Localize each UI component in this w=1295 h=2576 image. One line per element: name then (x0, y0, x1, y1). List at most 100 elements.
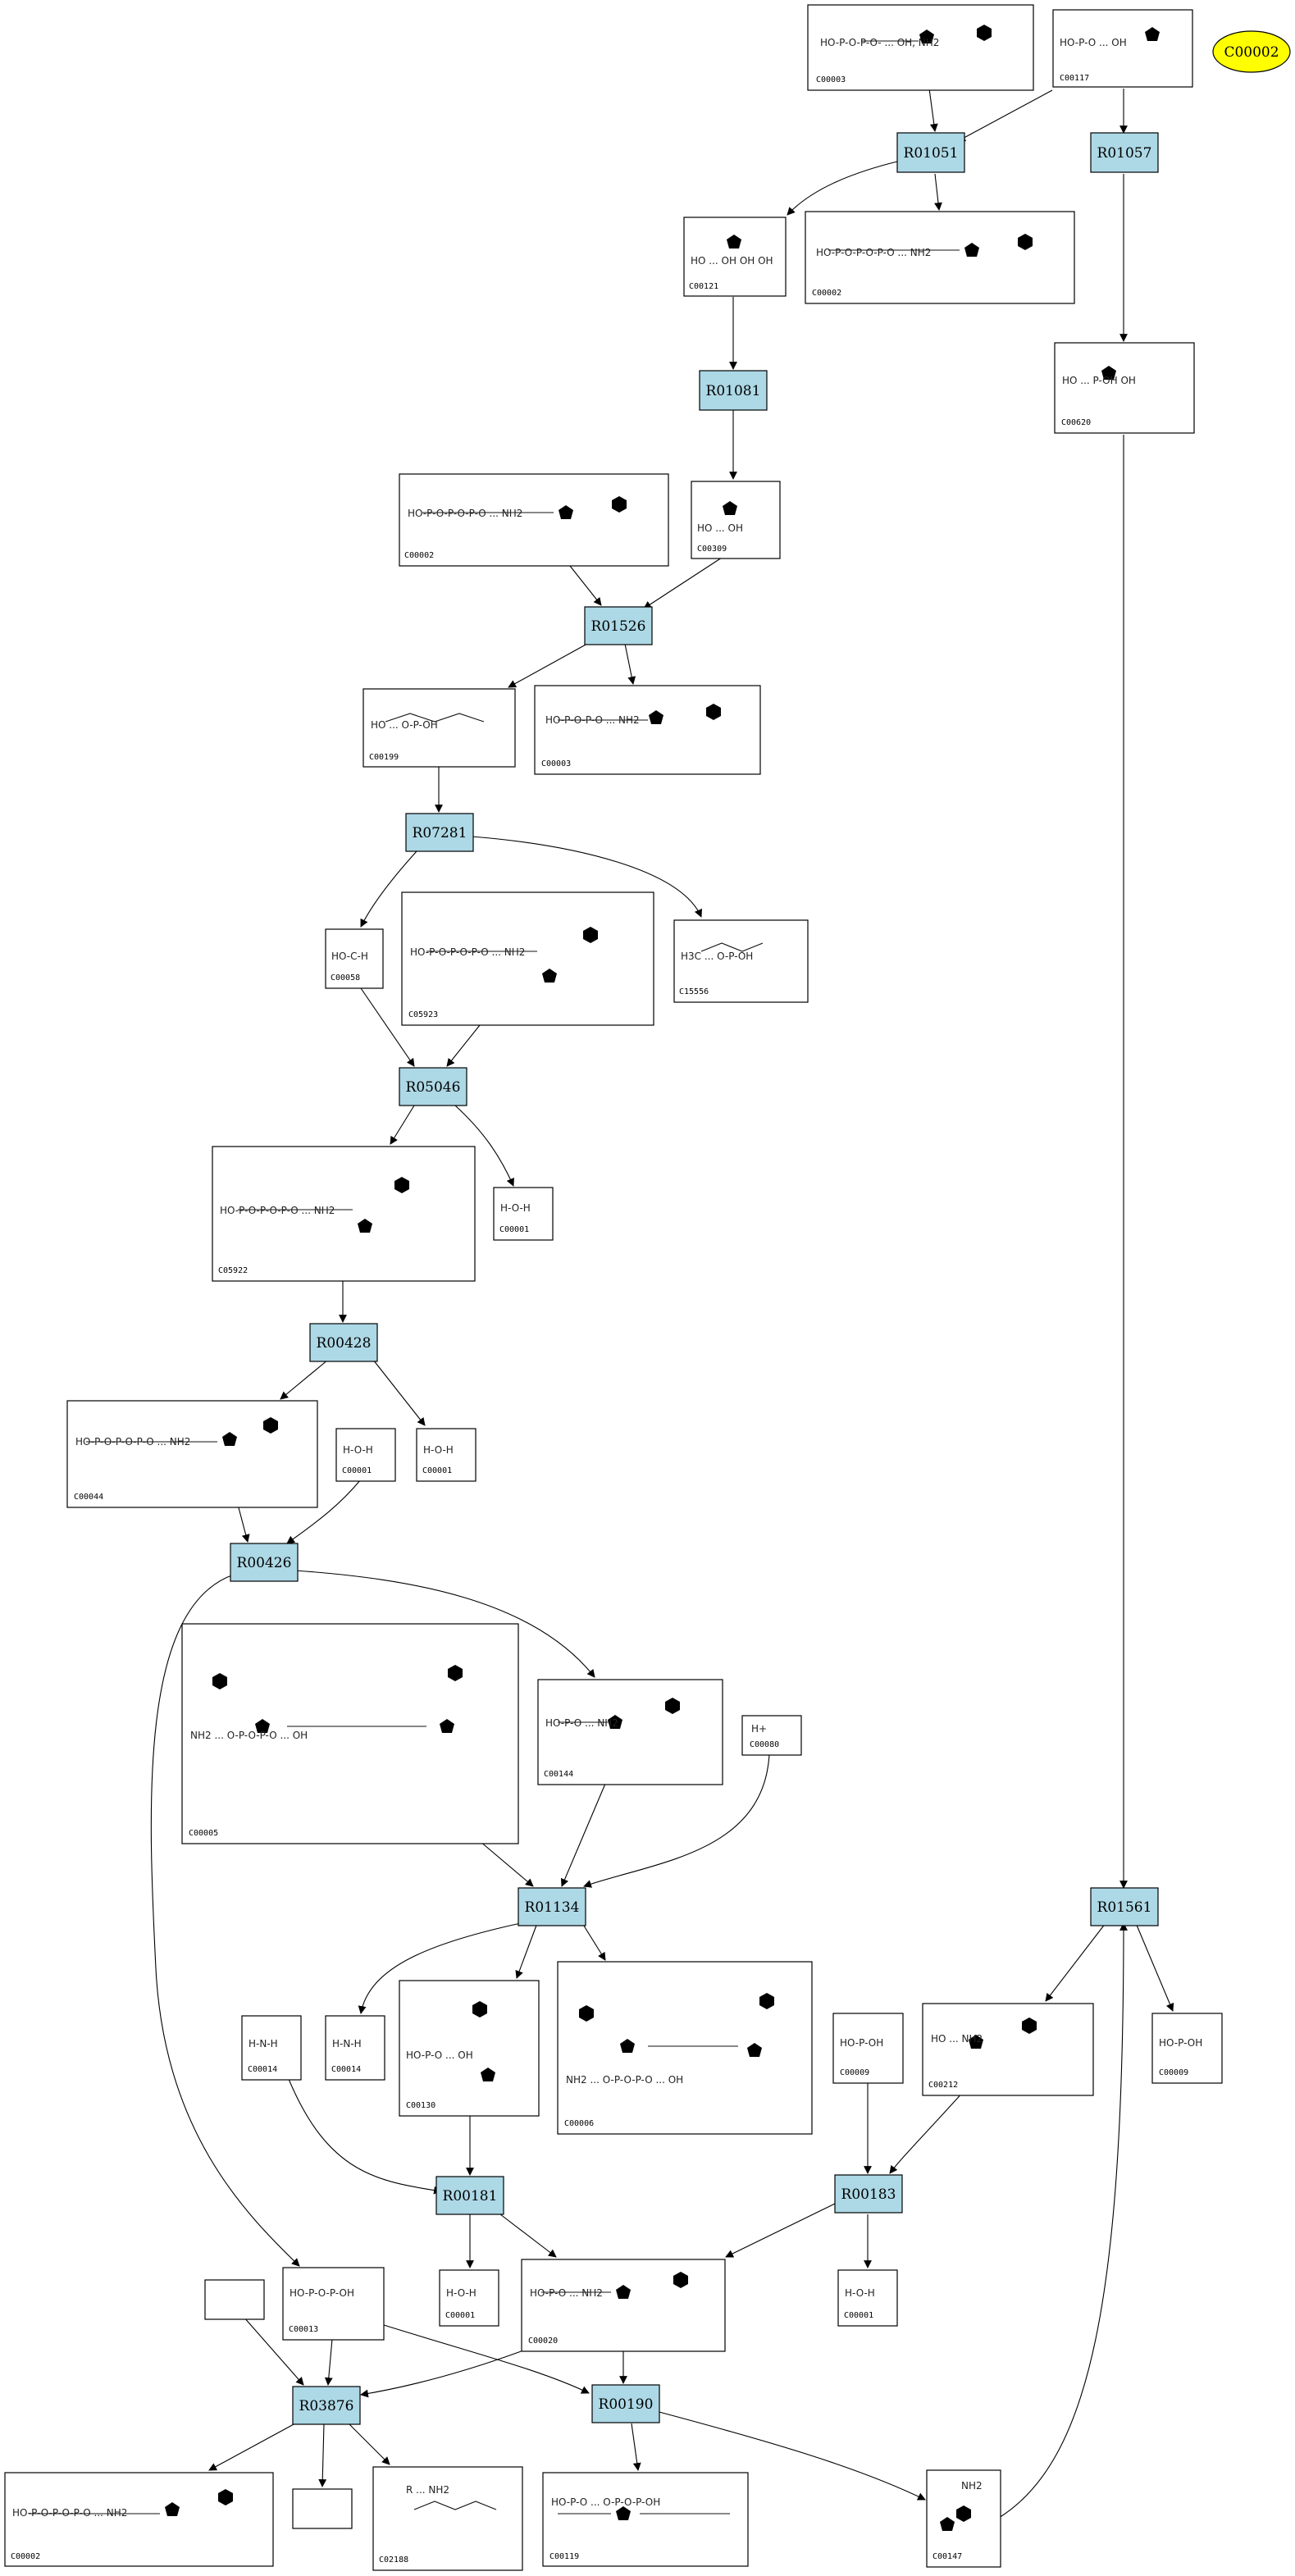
molecule-structure (541, 2272, 688, 2299)
edge-empty-r03876 (243, 2316, 304, 2386)
reaction-r01081[interactable]: R01081 (699, 370, 768, 411)
edge-r00190-c00147 (655, 2410, 926, 2501)
compound-id: C00044 (74, 1493, 103, 1502)
edge-r00426-c00144 (294, 1570, 595, 1678)
compound-id: C00001 (499, 1225, 529, 1234)
compound-c00080[interactable]: H+ C00080 (741, 1715, 802, 1756)
reaction-label: R01526 (591, 618, 646, 635)
molecule-structure (861, 25, 992, 43)
reaction-r00181[interactable]: R00181 (435, 2176, 504, 2215)
compound-formula: NH2 ... O-P-O-P-O ... OH (190, 1730, 308, 1741)
compound-c00121[interactable]: HO ... OH OH OH C00121 (683, 217, 787, 297)
compound-formula: HO ... P-OH OH (1062, 375, 1136, 386)
reaction-r00183[interactable]: R00183 (834, 2174, 903, 2214)
compound-id: C00147 (932, 2552, 962, 2561)
compound-c00001-b[interactable]: H-O-H C00001 (335, 1428, 396, 1482)
compound-c00212[interactable]: HO ... NH2 C00212 (922, 2003, 1094, 2096)
compound-id: C00002 (404, 551, 434, 560)
reaction-r03876[interactable]: R03876 (292, 2386, 361, 2425)
compound-id: C00620 (1061, 418, 1091, 427)
molecule-structure (29, 2489, 233, 2516)
compound-c00620[interactable]: HO ... P-OH OH C00620 (1054, 342, 1195, 434)
compound-id: C00006 (564, 2119, 594, 2128)
reaction-label: R01051 (904, 145, 959, 162)
molecule-structure (238, 1177, 409, 1233)
reaction-label: R07281 (413, 825, 467, 841)
compound-c05923[interactable]: HO-P-O-P-O-P-O ... NH2 C05923 (401, 891, 654, 1026)
reaction-r01051[interactable]: R01051 (896, 132, 965, 173)
reaction-r07281[interactable]: R07281 (405, 813, 474, 852)
compound-formula: R ... NH2 (406, 2484, 449, 2496)
edge-c00058-r05046 (360, 987, 415, 1067)
compound-id: C00212 (928, 2081, 958, 2090)
edge-r00181-c00020 (499, 2214, 557, 2258)
compound-c00199[interactable]: HO ... O-P-OH C00199 (363, 688, 516, 768)
compound-id: C00013 (289, 2325, 318, 2334)
highlight-node[interactable]: C00002 (1212, 30, 1291, 73)
compound-formula: H-O-H (500, 1202, 531, 1214)
reaction-r05046[interactable]: R05046 (399, 1067, 467, 1106)
edge-r00428-c00044 (280, 1359, 329, 1400)
compound-id: C00117 (1060, 74, 1089, 83)
edge-c00117-r01051 (957, 89, 1053, 142)
compound-id: C00080 (750, 1740, 779, 1749)
compound-id: C02188 (379, 2555, 408, 2565)
reaction-r01526[interactable]: R01526 (584, 606, 653, 645)
edge-r00428-c00001 (372, 1359, 426, 1426)
reaction-r00428[interactable]: R00428 (309, 1323, 378, 1362)
reaction-label: R00426 (237, 1555, 292, 1571)
compound-formula: H-N-H (332, 2038, 362, 2049)
compound-c15556[interactable]: H3C ... O-P-OH C15556 (673, 919, 809, 1003)
reaction-r01134[interactable]: R01134 (518, 1887, 586, 1926)
compound-c00014-b[interactable]: H-N-H C00014 (325, 2015, 385, 2081)
compound-id: C00003 (541, 759, 571, 768)
edge-r05046-c05922 (390, 1105, 415, 1145)
compound-id: C05922 (218, 1266, 248, 1275)
compound-c00003-b[interactable]: HO-P-O-P-O ... NH2 C00003 (534, 685, 761, 775)
edge-c00147-r01561 (998, 1922, 1128, 2519)
reaction-label: R00428 (317, 1335, 372, 1352)
compound-c00005[interactable]: NH2 ... O-P-O-P-O ... OH C00005 (181, 1623, 519, 1844)
compound-c00058[interactable]: HO-C-H C00058 (325, 928, 384, 989)
edge-c00080-r01134 (583, 1754, 770, 1888)
compound-c00003-top[interactable]: HO-P-O-P-O- ... OH, NH2 C00003 (807, 4, 1034, 91)
compound-c00013[interactable]: HO-P-O-P-OH C00013 (282, 2267, 385, 2341)
compound-empty-b[interactable] (292, 2488, 353, 2529)
compound-c00009-b[interactable]: HO-P-OH C00009 (1151, 2013, 1223, 2084)
compound-c00147[interactable]: NH2 C00147 (926, 2469, 1001, 2568)
compound-c00002-a[interactable]: HO-P-O-P-O-P-O ... NH2 C00002 (805, 211, 1075, 304)
compound-c00020[interactable]: HO-P-O ... NH2 C00020 (521, 2259, 726, 2352)
compound-c05922[interactable]: HO-P-O-P-O-P-O ... NH2 C05922 (212, 1146, 476, 1282)
compound-c00014-a[interactable]: H-N-H C00014 (241, 2015, 302, 2081)
compound-c00309[interactable]: HO ... OH C00309 (691, 481, 781, 559)
reaction-label: R00183 (841, 2186, 896, 2203)
compound-formula: HO ... NH2 (931, 2033, 983, 2045)
reaction-r00190[interactable]: R00190 (591, 2384, 660, 2423)
reaction-r00426[interactable]: R00426 (230, 1543, 299, 1582)
compound-c00001-a[interactable]: H-O-H C00001 (493, 1187, 554, 1241)
compound-c00002-b[interactable]: HO-P-O-P-O-P-O ... NH2 C00002 (399, 473, 669, 567)
reaction-label: R00190 (599, 2396, 654, 2413)
compound-c00006[interactable]: NH2 ... O-P-O-P-O ... OH C00006 (557, 1961, 813, 2135)
compound-c00001-d[interactable]: H-O-H C00001 (439, 2269, 499, 2327)
compound-c00130[interactable]: HO-P-O ... OH C00130 (399, 1980, 540, 2117)
reaction-label: R01057 (1097, 145, 1152, 162)
compound-c00002-c[interactable]: HO-P-O-P-O-P-O ... NH2 C00002 (4, 2472, 274, 2567)
compound-c00144[interactable]: HO-P-O ... NH2 C00144 (537, 1679, 723, 1785)
edge-r01561-c00009 (1135, 1922, 1174, 2012)
compound-c00119[interactable]: HO-P-O ... O-P-O-P-OH C00119 (542, 2472, 749, 2567)
compound-c00001-e[interactable]: H-O-H C00001 (837, 2269, 898, 2327)
reaction-label: R01134 (525, 1899, 580, 1916)
reaction-r01057[interactable]: R01057 (1090, 132, 1159, 173)
compound-c00009-a[interactable]: HO-P-OH C00009 (832, 2013, 904, 2084)
compound-c02188[interactable]: R ... NH2 C02188 (372, 2466, 523, 2571)
edge-r00426-c00013 (150, 1574, 300, 2267)
compound-id: C00003 (816, 75, 846, 84)
compound-c00001-c[interactable]: H-O-H C00001 (416, 1428, 477, 1482)
edge-r05046-c00001 (454, 1105, 514, 1187)
compound-c00117[interactable]: HO-P-O ... OH C00117 (1052, 9, 1193, 88)
compound-formula: H-O-H (446, 2287, 477, 2299)
compound-c00044[interactable]: HO-P-O-P-O-P-O ... NH2 C00044 (66, 1400, 318, 1508)
compound-empty-a[interactable] (204, 2279, 265, 2320)
reaction-r01561[interactable]: R01561 (1090, 1887, 1159, 1926)
